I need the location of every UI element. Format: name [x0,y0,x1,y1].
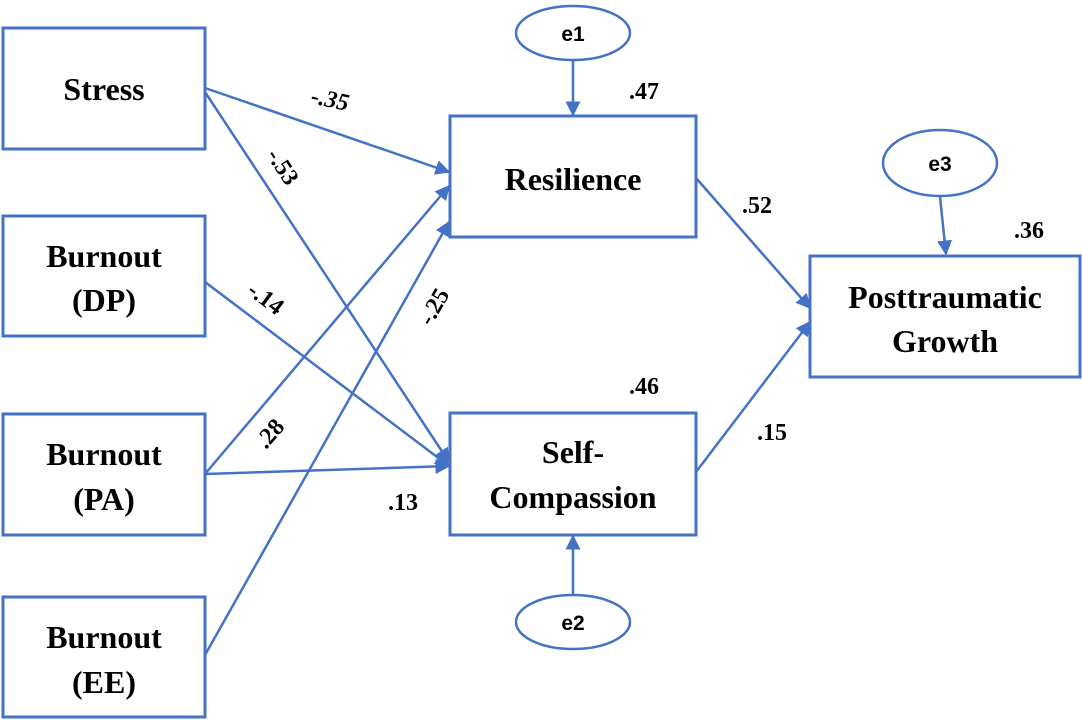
burnout-ee-label-line1: Burnout [46,619,162,655]
arrow-resilience-ptg [695,177,811,310]
burnout-dp-box [1,214,207,338]
self-compassion-box [448,411,698,537]
e1-label: e1 [561,23,585,46]
stress-box [1,26,207,151]
e3-ellipse [881,128,999,198]
resilience-label: Resilience [505,161,642,197]
coef-pa-self-compassion: .13 [388,490,418,516]
ptg-box [808,254,1082,379]
coef-pa-resilience: .28 [251,414,290,454]
arrow-e3-ptg [937,196,953,256]
burnout-ee-box [1,595,207,719]
e1-ellipse [514,4,632,62]
burnout-pa-label-line1: Burnout [46,436,162,472]
e2-ellipse [514,593,632,651]
burnout-pa-box [1,412,207,537]
resilience-box [448,114,698,239]
self-compassion-label-line2: Compassion [489,479,656,515]
burnout-ee-label-line2: (EE) [72,664,136,700]
arrow-stress-resilience [204,86,451,175]
arrow-dp-self-compassion [204,281,451,467]
arrow-pa-resilience [204,184,450,475]
burnout-dp-label-line1: Burnout [46,238,162,274]
coef-stress-resilience: -.35 [309,83,352,116]
coef-ee-resilience: -.25 [414,284,456,330]
e2-label: e2 [561,612,584,635]
ptg-label-line1: Posttraumatic [848,279,1042,315]
stress-label: Stress [63,71,144,107]
arrow-self-compassion-ptg [695,320,811,473]
coef-stress-self-compassion: -.53 [261,144,304,190]
arrow-stress-self-compassion [203,91,451,464]
coef-resilience-ptg: .52 [742,193,772,219]
arrow-ee-resilience [203,220,451,656]
self-compassion-label-line1: Self- [542,434,604,470]
burnout-pa-label-line2: (PA) [73,481,135,517]
burnout-dp-label-line2: (DP) [72,282,136,318]
coef-self-compassion-ptg: .15 [757,420,787,446]
arrow-pa-self-compassion [204,458,451,476]
r2-resilience: .47 [629,79,659,105]
r2-self-compassion: .46 [629,374,659,400]
r2-ptg: .36 [1014,218,1044,244]
e3-label: e3 [928,153,951,176]
ptg-label-line2: Growth [892,323,998,359]
